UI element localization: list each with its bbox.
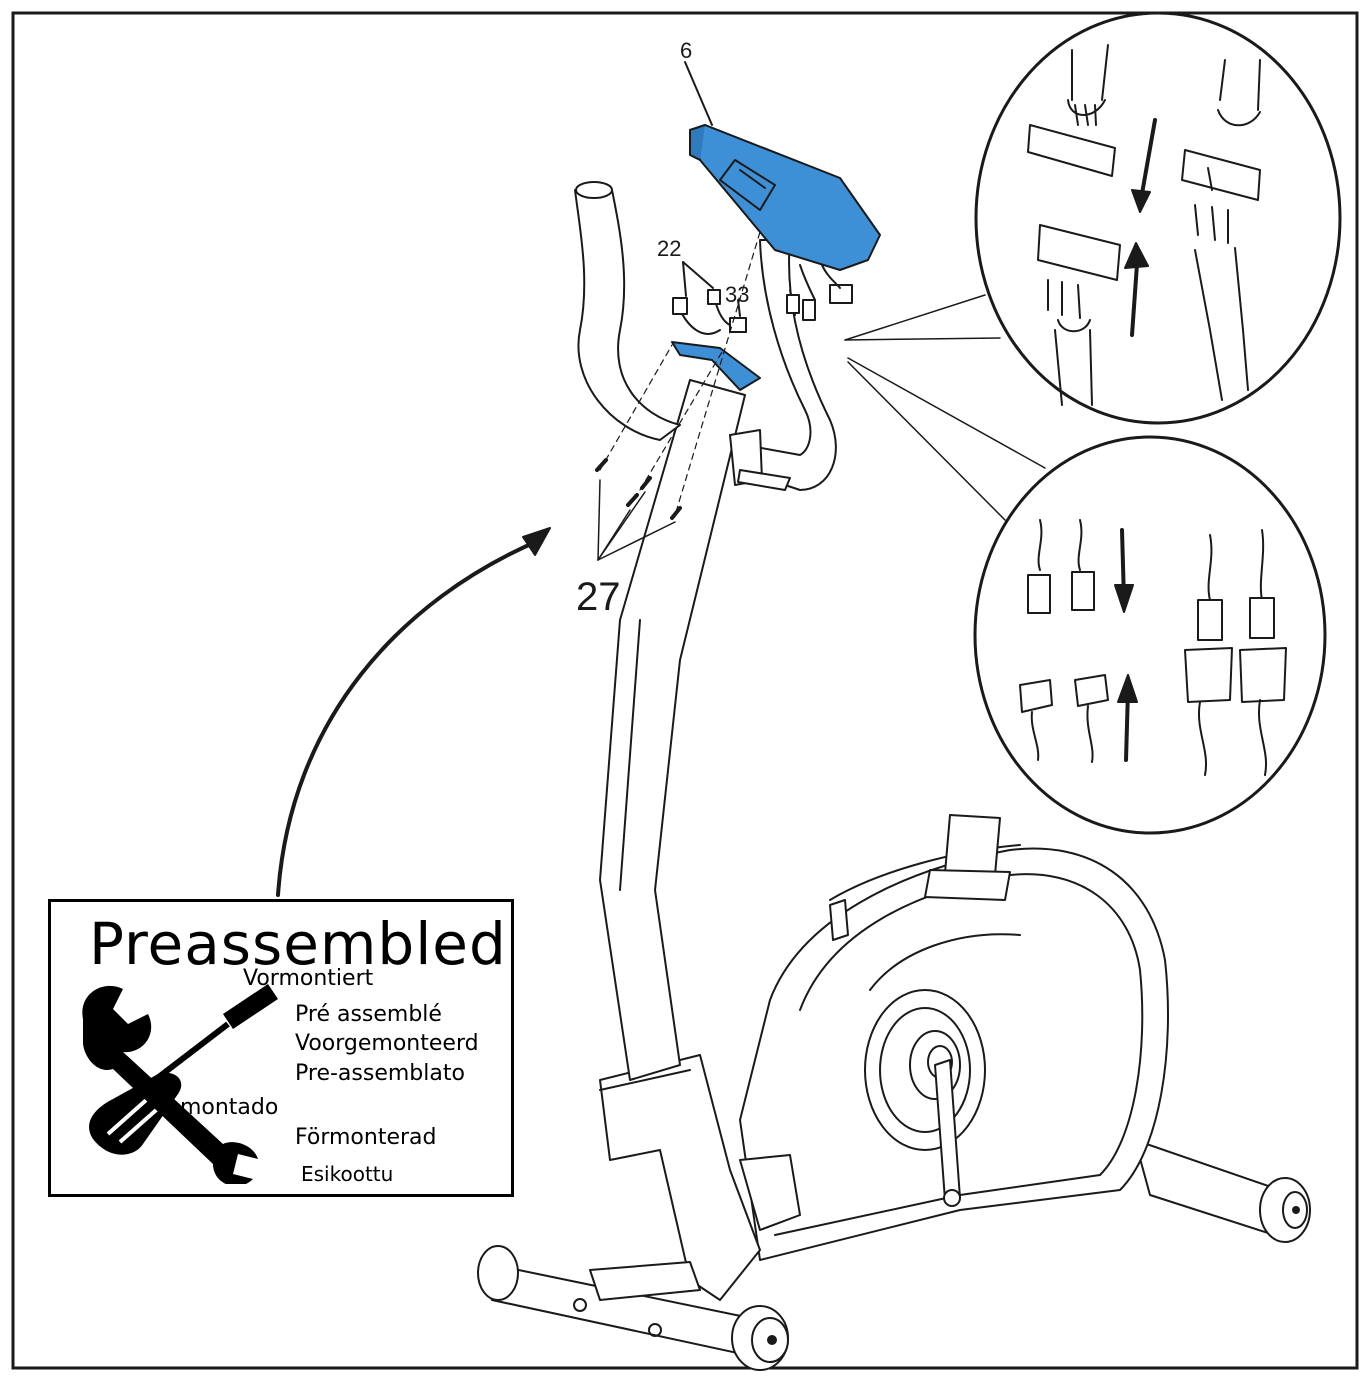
detail-circle-lower bbox=[973, 435, 1327, 835]
detail-leaders bbox=[844, 294, 1046, 521]
lang-label-sv: Förmonterad bbox=[295, 1125, 437, 1150]
frame-tube bbox=[589, 379, 801, 1301]
tools-icon bbox=[82, 984, 278, 1184]
page-frame bbox=[11, 11, 1359, 1370]
handlebar bbox=[574, 181, 837, 491]
screws bbox=[595, 231, 761, 561]
callout-22: 22 bbox=[657, 236, 682, 261]
callout-6: 6 bbox=[680, 38, 693, 63]
lang-label-fr: Pré assemblé bbox=[295, 1002, 442, 1027]
preassembled-title: Preassembled bbox=[89, 910, 507, 978]
detail-circle-upper bbox=[974, 11, 1342, 425]
front-stabilizer bbox=[477, 1245, 789, 1371]
lang-label-de: Vormontiert bbox=[243, 966, 374, 991]
lang-label-es: Premontado bbox=[145, 1095, 279, 1120]
preassembled-legend: Preassembled Vormontiert Pré assemblé Vo… bbox=[48, 899, 514, 1197]
wrench-icon bbox=[82, 985, 258, 1184]
rear-stabilizer bbox=[1134, 1139, 1311, 1243]
lang-label-nl: Voorgemonteerd bbox=[295, 1031, 479, 1056]
pointer-arrow bbox=[276, 538, 542, 897]
console bbox=[684, 61, 881, 271]
cable-connectors bbox=[672, 259, 853, 335]
lang-label-fi: Esikoottu bbox=[301, 1162, 394, 1186]
flywheel-housing bbox=[739, 814, 1169, 1261]
lang-label-it: Pre-assemblato bbox=[295, 1061, 465, 1086]
callout-27: 27 bbox=[576, 575, 621, 619]
pointer-arrowhead bbox=[522, 527, 551, 556]
bracket-plate bbox=[671, 341, 761, 391]
callout-33: 33 bbox=[725, 282, 750, 307]
screwdriver-icon bbox=[89, 984, 278, 1155]
